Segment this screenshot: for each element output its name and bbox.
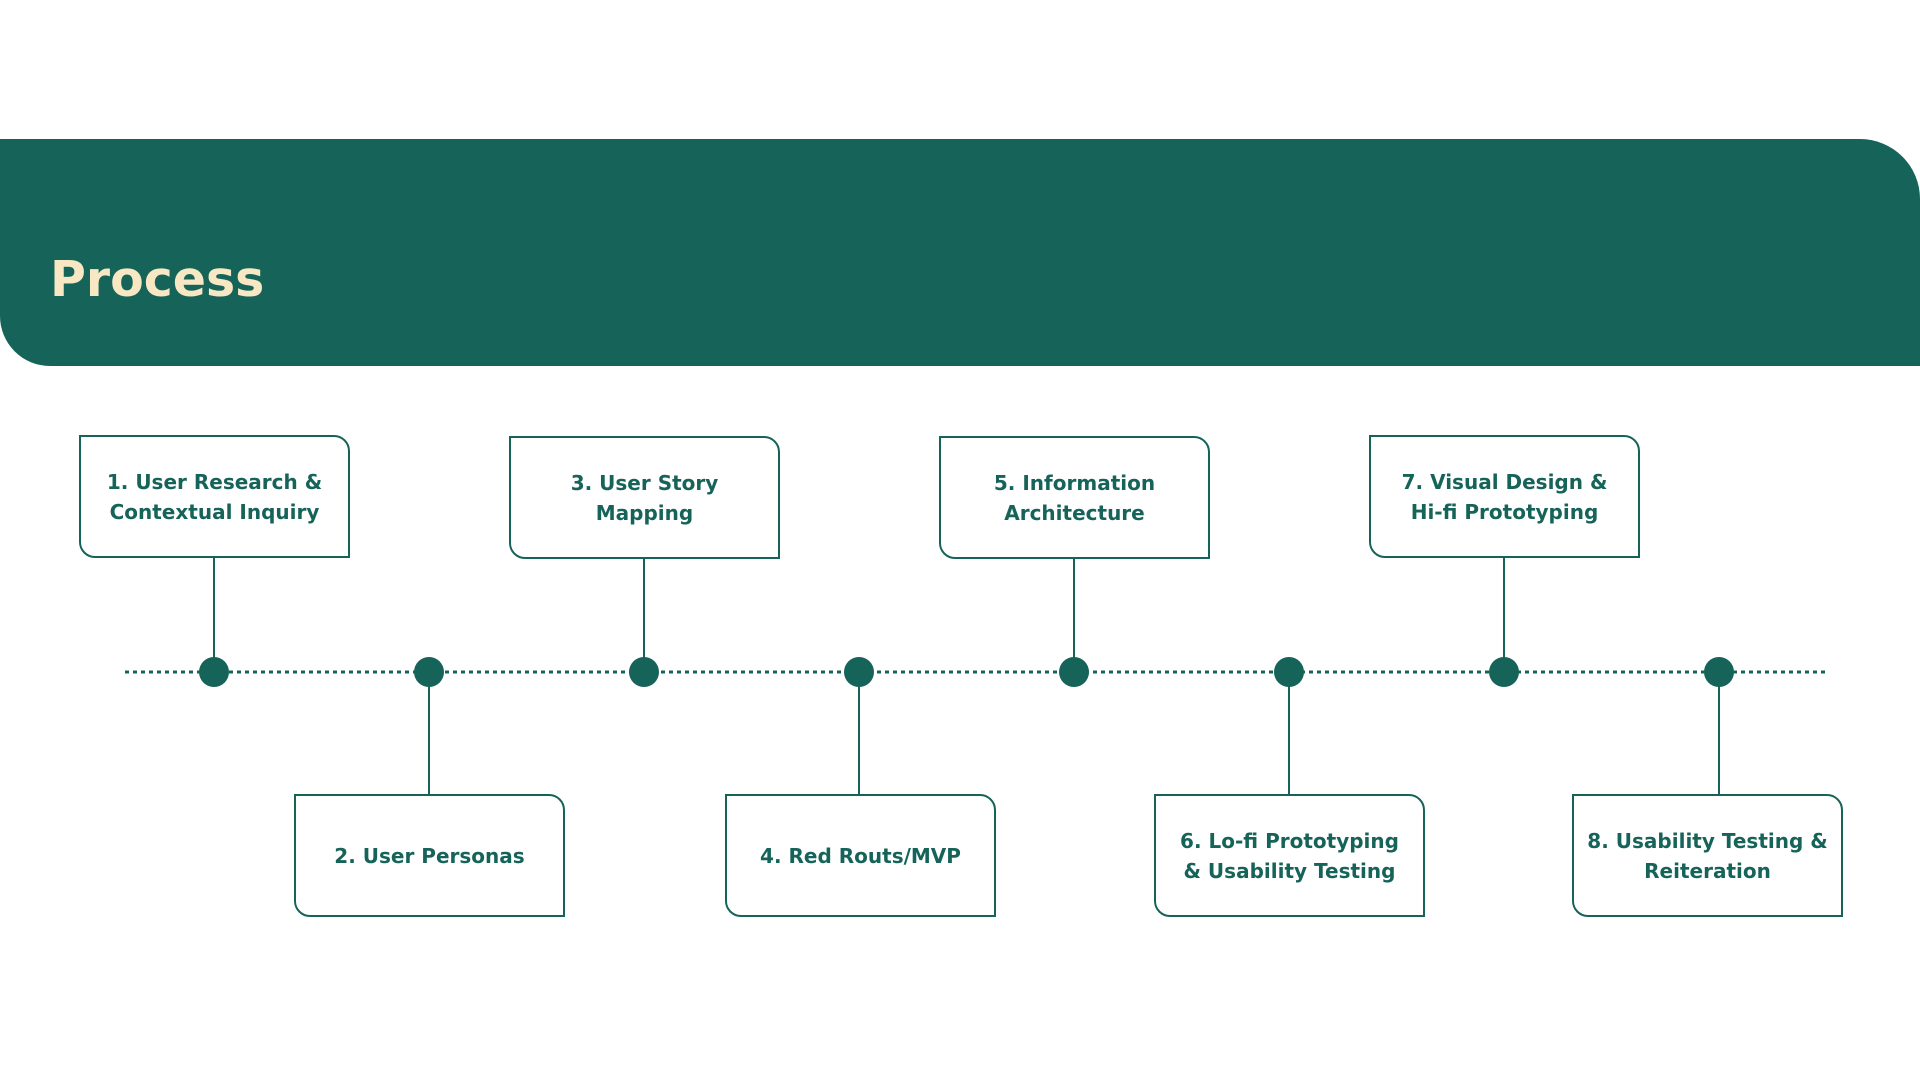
step-box-8: 8. Usability Testing & Reiteration <box>1572 794 1843 917</box>
timeline-node-1 <box>199 657 229 687</box>
timeline-node-6 <box>1274 657 1304 687</box>
step-box-5: 5. Information Architecture <box>939 436 1210 559</box>
step-box-4: 4. Red Routs/MVP <box>725 794 996 917</box>
timeline-node-2 <box>414 657 444 687</box>
page-title: Process <box>50 251 265 308</box>
timeline-node-8 <box>1704 657 1734 687</box>
header-banner <box>0 139 1920 366</box>
timeline-node-7 <box>1489 657 1519 687</box>
step-box-6: 6. Lo-fi Prototyping & Usability Testing <box>1154 794 1425 917</box>
step-box-7: 7. Visual Design & Hi-fi Prototyping <box>1369 435 1640 558</box>
timeline-node-4 <box>844 657 874 687</box>
step-box-3: 3. User Story Mapping <box>509 436 780 559</box>
step-box-1: 1. User Research & Contextual Inquiry <box>79 435 350 558</box>
step-box-2: 2. User Personas <box>294 794 565 917</box>
timeline-node-3 <box>629 657 659 687</box>
timeline-node-5 <box>1059 657 1089 687</box>
